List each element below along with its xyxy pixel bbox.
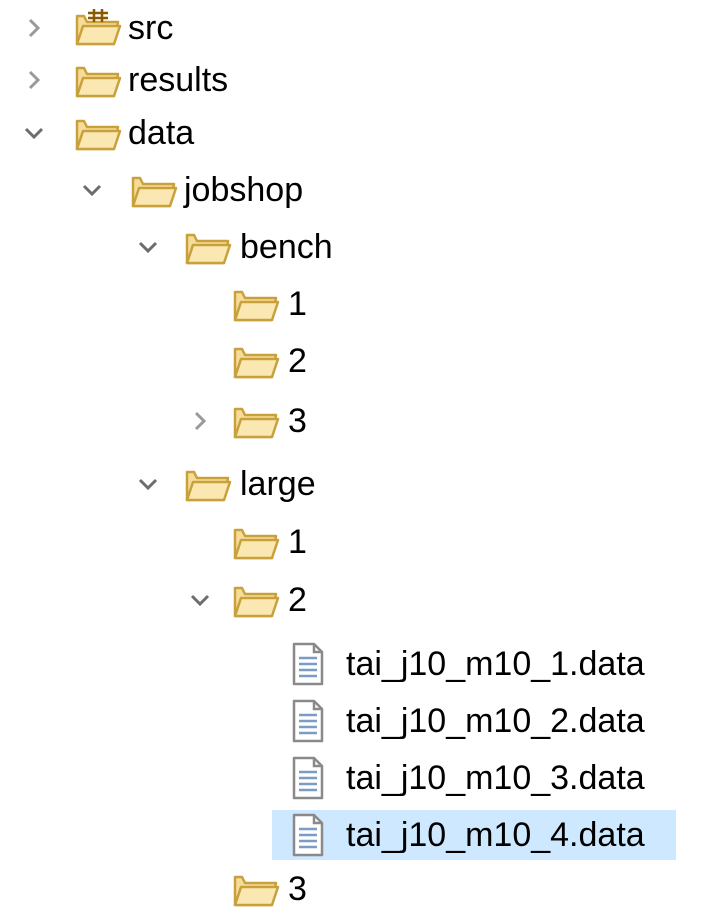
tree-item-bench[interactable]: bench <box>0 219 718 275</box>
tree-item-bench-2[interactable]: 2 <box>0 333 718 389</box>
tree-item-label: data <box>128 114 195 152</box>
tree-item-label: tai_j10_m10_4.data <box>346 816 645 854</box>
tree-item-label: 1 <box>288 523 307 561</box>
folder-icon <box>233 528 280 560</box>
chevron-right-icon[interactable] <box>20 66 48 94</box>
folder-icon <box>233 586 280 618</box>
folder-icon <box>185 233 232 265</box>
tree-item-label: src <box>128 9 174 47</box>
tree-item-label: 2 <box>288 342 307 380</box>
tree-item-large-1[interactable]: 1 <box>0 514 718 570</box>
tree-item-file-selected[interactable]: tai_j10_m10_4.data <box>0 807 718 863</box>
chevron-down-icon[interactable] <box>134 470 162 498</box>
folder-icon <box>233 347 280 379</box>
folder-icon <box>131 176 178 208</box>
folder-icon <box>233 290 280 322</box>
tree-item-label: tai_j10_m10_1.data <box>346 645 645 683</box>
tree-item-label: tai_j10_m10_2.data <box>346 702 645 740</box>
package-folder-icon <box>75 9 122 46</box>
tree-item-jobshop[interactable]: jobshop <box>0 162 718 218</box>
folder-icon <box>233 875 280 907</box>
tree-item-file[interactable]: tai_j10_m10_2.data <box>0 693 718 749</box>
file-icon <box>292 699 324 743</box>
tree-item-bench-1[interactable]: 1 <box>0 276 718 332</box>
tree-item-large-3[interactable]: 3 <box>0 861 718 917</box>
tree-item-data[interactable]: data <box>0 105 718 161</box>
file-icon <box>292 813 324 857</box>
tree-item-bench-3[interactable]: 3 <box>0 393 718 449</box>
folder-icon <box>233 407 280 439</box>
tree-item-label: bench <box>240 228 333 266</box>
tree-item-label: tai_j10_m10_3.data <box>346 759 645 797</box>
selection-highlight <box>272 810 676 860</box>
tree-item-label: 1 <box>288 285 307 323</box>
file-icon <box>292 756 324 800</box>
tree-item-results[interactable]: results <box>0 52 718 108</box>
tree-item-label: large <box>240 465 316 503</box>
chevron-down-icon[interactable] <box>78 176 106 204</box>
tree-item-src[interactable]: src <box>0 0 718 56</box>
tree-item-label: jobshop <box>184 171 304 209</box>
tree-item-file[interactable]: tai_j10_m10_3.data <box>0 750 718 806</box>
tree-item-large-2[interactable]: 2 <box>0 572 718 628</box>
tree-item-file[interactable]: tai_j10_m10_1.data <box>0 636 718 692</box>
tree-item-label: results <box>128 61 229 99</box>
folder-icon <box>75 66 122 98</box>
chevron-right-icon[interactable] <box>186 407 214 435</box>
tree-item-label: 3 <box>288 870 307 908</box>
chevron-right-icon[interactable] <box>20 14 48 42</box>
chevron-down-icon[interactable] <box>186 586 214 614</box>
chevron-down-icon[interactable] <box>20 119 48 147</box>
tree-item-label: 3 <box>288 402 307 440</box>
tree-item-label: 2 <box>288 581 307 619</box>
file-icon <box>292 642 324 686</box>
folder-icon <box>185 470 232 502</box>
chevron-down-icon[interactable] <box>134 233 162 261</box>
tree-item-large[interactable]: large <box>0 456 718 512</box>
folder-icon <box>75 119 122 151</box>
